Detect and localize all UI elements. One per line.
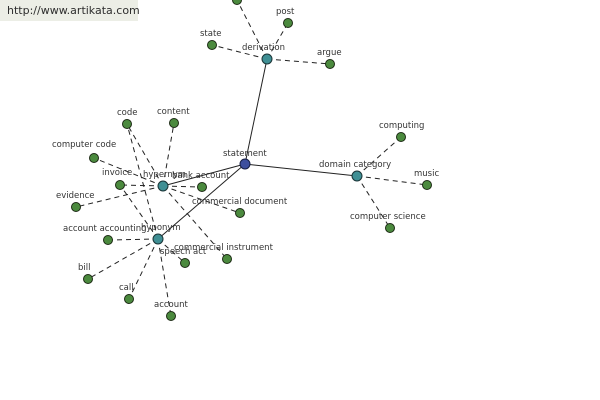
- node-computing[interactable]: [396, 132, 406, 142]
- node-call[interactable]: [124, 294, 134, 304]
- edge-statement-hyponym: [157, 163, 246, 240]
- edge-hypernym-computer-code: [93, 157, 164, 187]
- edge-hyponym-code: [126, 123, 159, 240]
- label-invoice[interactable]: invoice: [102, 168, 132, 178]
- node-account-accounting[interactable]: [103, 235, 113, 245]
- node-music[interactable]: [422, 180, 432, 190]
- edge-hyponym-account: [157, 238, 172, 317]
- node-commercial-instrument[interactable]: [222, 254, 232, 264]
- label-commercial-instrument[interactable]: commercial instrument: [174, 243, 274, 253]
- label-hypernym[interactable]: hypernym: [143, 170, 186, 180]
- edge-hyponym-speech-act: [157, 238, 186, 264]
- node-invoice[interactable]: [115, 180, 125, 190]
- node-top1[interactable]: [232, 0, 242, 5]
- node-code[interactable]: [122, 119, 132, 129]
- graph-edges: [75, 0, 428, 317]
- label-account[interactable]: account: [154, 300, 189, 310]
- node-evidence[interactable]: [71, 202, 81, 212]
- node-account[interactable]: [166, 311, 176, 321]
- edge-statement-derivation: [244, 58, 268, 165]
- label-statement[interactable]: statement: [223, 149, 267, 159]
- node-commercial-document[interactable]: [235, 208, 245, 218]
- edge-hypernym-bank-account: [162, 185, 203, 188]
- label-evidence[interactable]: evidence: [56, 191, 95, 201]
- label-post[interactable]: post: [276, 7, 295, 17]
- edge-hyponym-account-accounting: [107, 238, 159, 241]
- label-bank-account[interactable]: bank account: [172, 171, 230, 181]
- label-derivation[interactable]: derivation: [242, 43, 285, 53]
- label-music[interactable]: music: [414, 169, 439, 179]
- node-computer-code[interactable]: [89, 153, 99, 163]
- edge-derivation-post: [266, 22, 289, 60]
- edge-domain-category-music: [356, 175, 428, 186]
- edge-hypernym-invoice: [119, 184, 164, 187]
- edge-derivation-argue: [266, 58, 331, 65]
- edge-hyponym-invoice: [119, 184, 159, 240]
- edge-hyponym-bill: [87, 238, 159, 280]
- edge-derivation-top1: [236, 0, 268, 60]
- node-domain-category[interactable]: [351, 170, 363, 182]
- label-call[interactable]: call: [119, 283, 134, 293]
- label-computer-code[interactable]: computer code: [52, 140, 116, 150]
- edge-hypernym-commercial-instrument: [162, 185, 228, 260]
- label-code[interactable]: code: [117, 108, 138, 118]
- node-derivation[interactable]: [261, 53, 273, 65]
- node-speech-act[interactable]: [180, 258, 190, 268]
- node-bill[interactable]: [83, 274, 93, 284]
- edge-derivation-state: [211, 44, 268, 60]
- edge-domain-category-computer-science: [356, 175, 391, 229]
- edge-hypernym-evidence: [75, 185, 164, 208]
- label-computer-science[interactable]: computer science: [350, 212, 426, 222]
- edge-hyponym-call: [128, 238, 159, 300]
- label-content[interactable]: content: [157, 107, 190, 117]
- watermark-url: http://www.artikata.com: [0, 0, 140, 21]
- node-argue[interactable]: [325, 59, 335, 69]
- label-computing[interactable]: computing: [379, 121, 424, 131]
- label-argue[interactable]: argue: [317, 48, 342, 58]
- edge-hypernym-commercial-document: [162, 185, 241, 214]
- graph-nodes: [71, 0, 432, 321]
- label-bill[interactable]: bill: [78, 263, 90, 273]
- label-state[interactable]: state: [200, 29, 222, 39]
- label-commercial-document[interactable]: commercial document: [192, 197, 288, 207]
- node-bank-account[interactable]: [197, 182, 207, 192]
- node-hyponym[interactable]: [152, 233, 164, 245]
- edge-domain-category-computing: [356, 136, 402, 177]
- node-statement[interactable]: [239, 158, 251, 170]
- label-account-accounting[interactable]: account accounting: [63, 224, 147, 234]
- edge-statement-hypernym: [162, 163, 246, 187]
- edge-statement-domain-category: [244, 163, 358, 177]
- node-content[interactable]: [169, 118, 179, 128]
- node-computer-science[interactable]: [385, 223, 395, 233]
- edge-hypernym-content: [162, 122, 175, 187]
- label-speech-act[interactable]: speech act: [160, 247, 207, 257]
- node-state[interactable]: [207, 40, 217, 50]
- edge-hypernym-code: [126, 123, 164, 187]
- node-post[interactable]: [283, 18, 293, 28]
- label-domain-category[interactable]: domain category: [319, 160, 391, 170]
- graph-labels: statement derivation domain category hypern…: [52, 7, 439, 310]
- node-hypernym[interactable]: [157, 180, 169, 192]
- label-hyponym[interactable]: hyponym: [141, 223, 181, 233]
